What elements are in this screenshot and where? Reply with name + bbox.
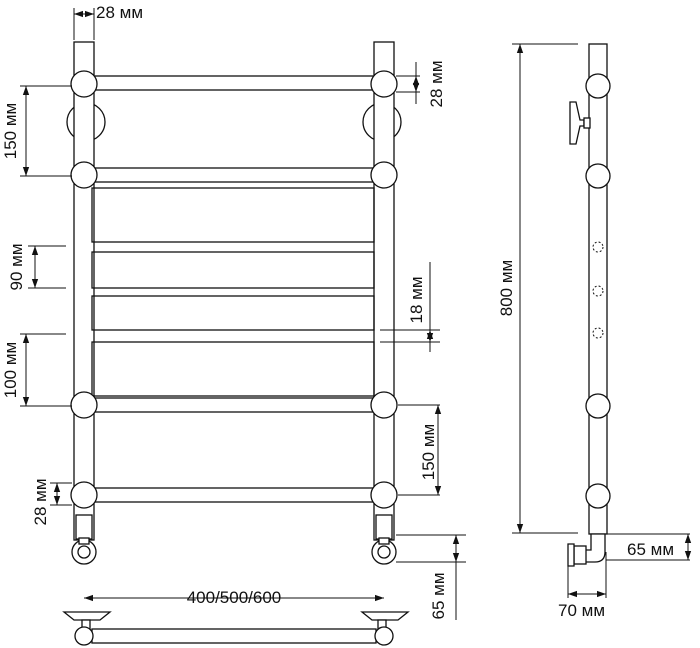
label-70: 70 мм bbox=[558, 601, 605, 620]
side-pipe bbox=[588, 43, 608, 535]
label-28-top: 28 мм bbox=[96, 3, 143, 22]
bottom-connector-right bbox=[371, 514, 397, 565]
joint-ball bbox=[370, 391, 398, 419]
top-view-ball-left bbox=[74, 626, 94, 646]
bottom-connector-left bbox=[71, 514, 97, 565]
side-wall-bracket bbox=[569, 101, 591, 145]
label-150-right: 150 мм bbox=[419, 424, 438, 480]
side-bottom-connector bbox=[567, 533, 606, 567]
label-65-front: 65 мм bbox=[429, 572, 448, 619]
label-width-options: 400/500/600 bbox=[187, 588, 282, 607]
label-150-left: 150 мм bbox=[1, 103, 20, 159]
label-800: 800 мм bbox=[497, 260, 516, 316]
joint-ball bbox=[370, 70, 398, 98]
label-90: 90 мм bbox=[7, 243, 26, 290]
flat-bar-3 bbox=[91, 295, 375, 331]
side-view bbox=[512, 43, 692, 598]
label-28-right: 28 мм bbox=[427, 60, 446, 107]
joint-ball bbox=[370, 481, 398, 509]
label-28-bottom-left: 28 мм bbox=[31, 478, 50, 525]
top-view-rail bbox=[91, 628, 377, 644]
joint-ball bbox=[370, 161, 398, 189]
front-view bbox=[20, 8, 466, 620]
flat-bar-4 bbox=[91, 341, 375, 397]
top-view-ball-right bbox=[374, 626, 394, 646]
right-vertical-pipe bbox=[373, 41, 395, 541]
flat-bar-2 bbox=[91, 251, 375, 289]
label-65-side: 65 мм bbox=[627, 540, 674, 559]
rung-top bbox=[93, 75, 375, 91]
joint-ball bbox=[70, 161, 98, 189]
flat-bar-1 bbox=[91, 187, 375, 243]
joint-ball bbox=[70, 391, 98, 419]
left-vertical-pipe bbox=[73, 41, 95, 541]
rung-lower-2 bbox=[93, 487, 375, 503]
label-100: 100 мм bbox=[1, 342, 20, 398]
top-flange-left bbox=[62, 611, 112, 621]
dimension-labels: 28 мм 150 мм 90 мм 100 мм 28 мм 28 мм 18… bbox=[1, 3, 674, 620]
rung-2 bbox=[93, 167, 375, 183]
top-view bbox=[62, 594, 410, 646]
joint-ball bbox=[70, 481, 98, 509]
top-flange-right bbox=[360, 611, 410, 621]
rung-lower-1 bbox=[93, 397, 375, 413]
label-18: 18 мм bbox=[407, 276, 426, 323]
joint-ball bbox=[70, 70, 98, 98]
